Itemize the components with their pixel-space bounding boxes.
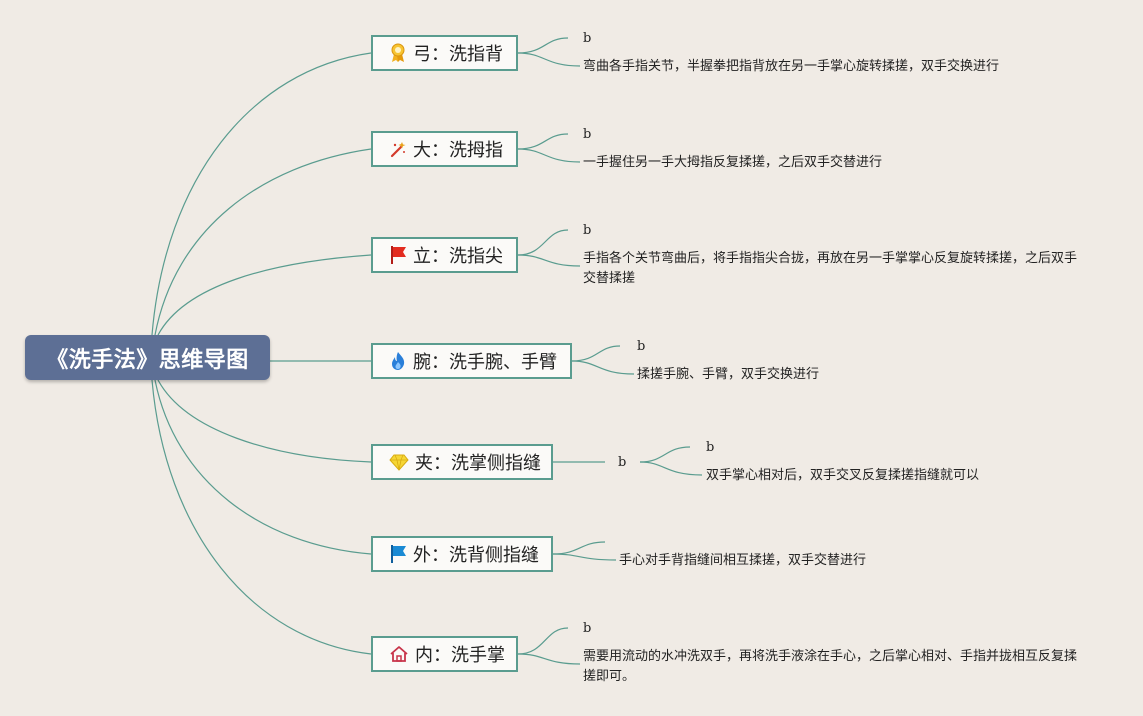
branch-label-3: 立：洗指尖 xyxy=(413,246,503,267)
branch-label-2: 大：洗拇指 xyxy=(413,140,503,161)
sub-node-b-5-mid: b xyxy=(618,455,627,470)
magic-wand-icon xyxy=(389,138,407,160)
sub-node-b-1: b xyxy=(583,31,592,46)
detail-text-5: 双手掌心相对后，双手交叉反复揉搓指缝就可以 xyxy=(706,468,980,483)
branch-label-4: 腕：洗手腕、手臂 xyxy=(413,352,557,373)
detail-text-3: 手指各个关节弯曲后，将手指指尖合拢，再放在另一手掌掌心反复旋转揉搓，之后双手交替… xyxy=(583,251,1078,286)
detail-text-1: 弯曲各手指关节，半握拳把指背放在另一手掌心旋转揉搓，双手交换进行 xyxy=(583,59,1000,74)
detail-text-4: 揉搓手腕、手臂，双手交换进行 xyxy=(637,367,820,382)
ribbon-medal-icon xyxy=(389,42,407,64)
root-title: 《洗手法》思维导图 xyxy=(46,347,249,373)
branch-node-5[interactable]: 夹：洗掌侧指缝 xyxy=(371,444,553,480)
branch-label-1: 弓：洗指背 xyxy=(413,44,503,65)
detail-text-7: 需要用流动的水冲洗双手，再将洗手液涂在手心，之后掌心相对、手指并拢相互反复揉搓即… xyxy=(583,649,1078,684)
red-flag-icon xyxy=(389,244,407,266)
flame-icon xyxy=(389,350,407,372)
sub-node-b-2: b xyxy=(583,127,592,142)
detail-text-2: 一手握住另一手大拇指反复揉搓，之后双手交替进行 xyxy=(583,155,883,170)
branch-node-3[interactable]: 立：洗指尖 xyxy=(371,237,518,273)
diamond-icon xyxy=(389,451,409,473)
root-node[interactable]: 《洗手法》思维导图 xyxy=(25,335,270,380)
house-icon xyxy=(389,643,409,665)
sub-node-b-5: b xyxy=(706,440,715,455)
branch-node-7[interactable]: 内：洗手掌 xyxy=(371,636,518,672)
sub-node-b-7: b xyxy=(583,621,592,636)
branch-label-6: 外：洗背侧指缝 xyxy=(413,545,539,566)
blue-flag-icon xyxy=(389,543,407,565)
sub-node-b-3: b xyxy=(583,223,592,238)
branch-node-1[interactable]: 弓：洗指背 xyxy=(371,35,518,71)
branch-node-2[interactable]: 大：洗拇指 xyxy=(371,131,518,167)
detail-text-6: 手心对手背指缝间相互揉搓，双手交替进行 xyxy=(619,553,867,568)
sub-node-b-4: b xyxy=(637,339,646,354)
branch-label-7: 内：洗手掌 xyxy=(415,645,505,666)
branch-label-5: 夹：洗掌侧指缝 xyxy=(415,453,541,474)
branch-node-4[interactable]: 腕：洗手腕、手臂 xyxy=(371,343,572,379)
branch-node-6[interactable]: 外：洗背侧指缝 xyxy=(371,536,553,572)
